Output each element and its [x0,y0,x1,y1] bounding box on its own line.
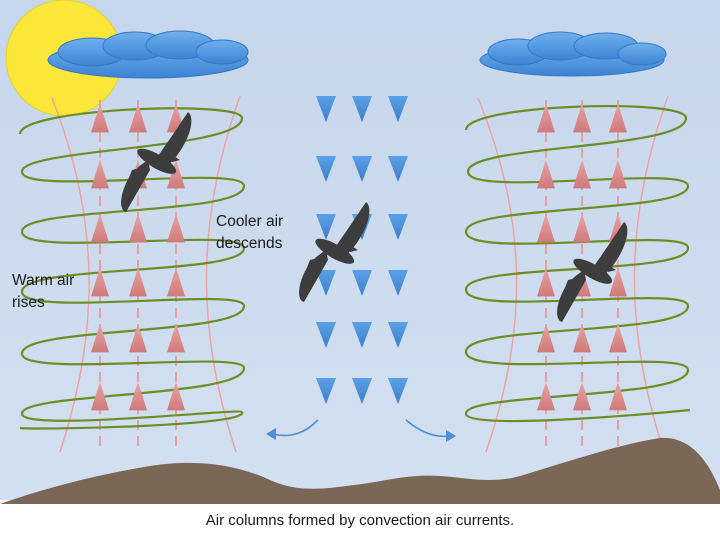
right-column-boundaries [477,95,669,453]
caption-background [0,500,720,540]
cool-air-label: Cooler air descends [216,213,284,252]
mountain-ground [0,437,720,504]
cloud-icon [47,30,249,79]
left-outflow-arrowhead [266,428,276,440]
warm-air-label: Warm air rises [12,272,75,311]
diagram-caption: Air columns formed by convection air cur… [205,512,515,529]
right-outflow-arrowhead [446,430,456,442]
left-column-boundaries [51,95,241,453]
sky-background [0,0,720,505]
left-spiral [18,107,246,422]
cloud-icon [479,31,667,77]
outflow-arrows [266,419,456,442]
left-spiral-tail [19,410,244,430]
